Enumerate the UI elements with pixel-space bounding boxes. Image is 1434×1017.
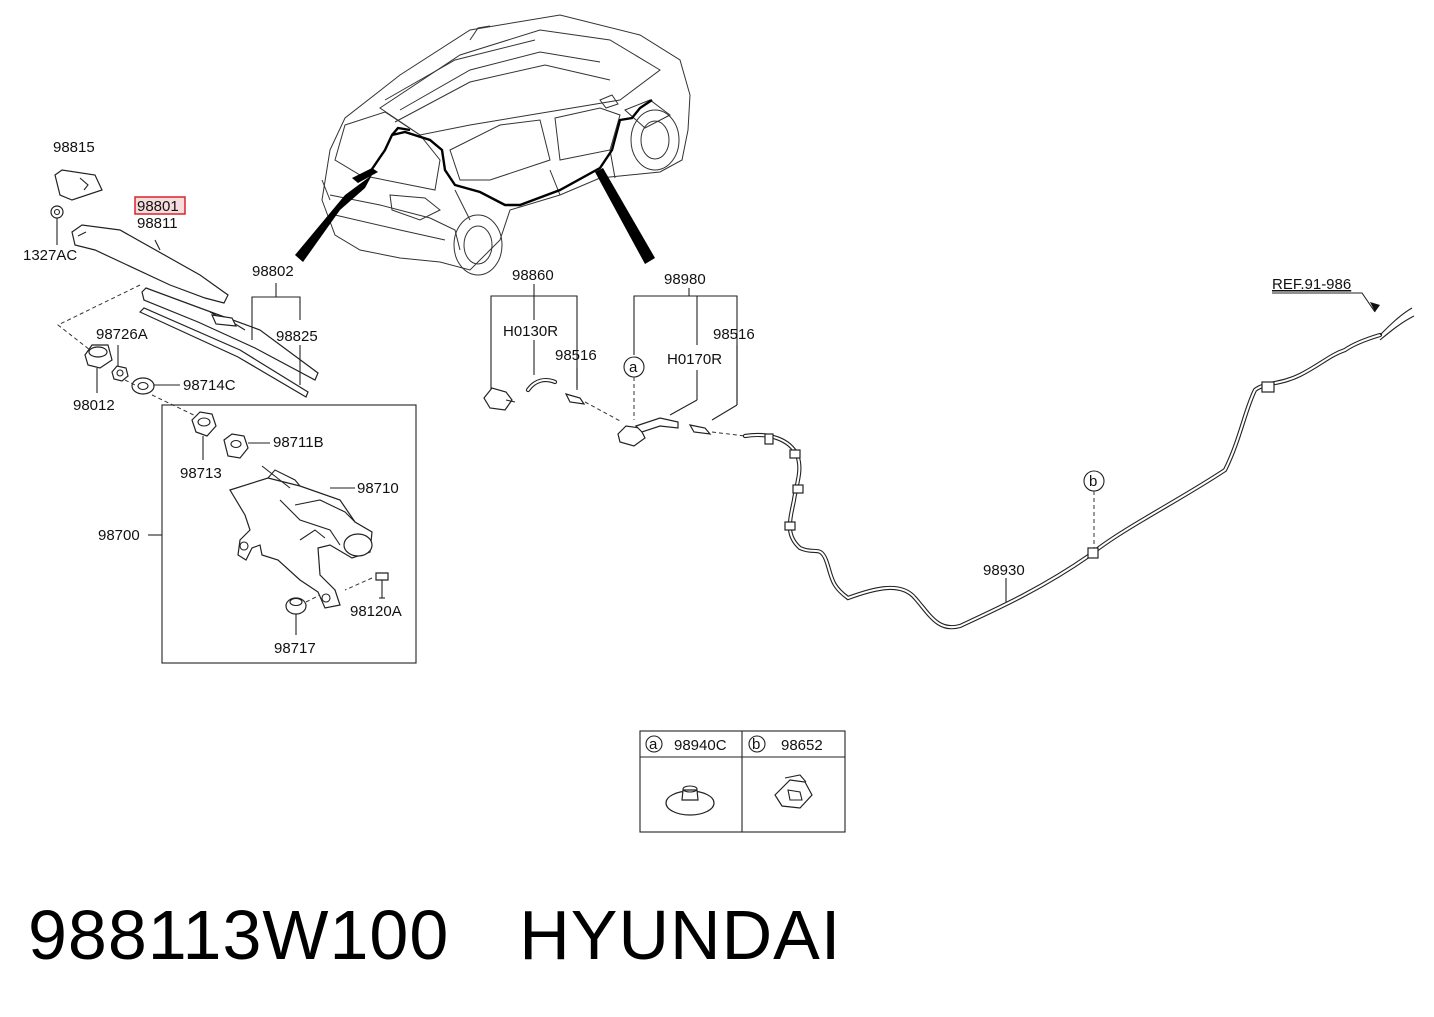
label-98815: 98815	[53, 139, 95, 156]
label-98811: 98811	[137, 215, 178, 232]
label-98717: 98717	[274, 640, 316, 657]
label-98801: 98801	[137, 198, 179, 215]
label-98120A: 98120A	[350, 603, 402, 620]
label-98726A: 98726A	[96, 326, 148, 343]
label-98860: 98860	[512, 267, 554, 284]
legend-a-letter: a	[649, 736, 658, 753]
label-98711B: 98711B	[273, 434, 324, 451]
brand-caption: HYUNDAI	[519, 896, 842, 974]
washer-hose-drawing	[742, 292, 1415, 630]
highlight-box	[134, 196, 186, 215]
label-98710: 98710	[357, 480, 399, 497]
part-labels: 98815 98801 98811 1327AC 98802 98825 987…	[23, 139, 1351, 754]
callout-b: b	[1089, 473, 1097, 490]
callout-a: a	[629, 359, 638, 376]
label-98714C: 98714C	[183, 377, 236, 394]
label-98516-left: 98516	[555, 347, 597, 364]
wiper-motor-drawing	[148, 404, 417, 664]
legend-table	[639, 730, 846, 833]
wiper-assembly-drawing	[50, 169, 319, 419]
label-ref: REF.91-986	[1272, 276, 1351, 293]
label-98930: 98930	[983, 562, 1025, 579]
label-98713: 98713	[180, 465, 222, 482]
part-number-caption: 988113W100	[28, 896, 450, 974]
label-H0170R: H0170R	[667, 351, 722, 368]
label-98700: 98700	[98, 527, 140, 544]
label-98802: 98802	[252, 263, 294, 280]
label-98980: 98980	[664, 271, 706, 288]
washer-nozzle-drawing	[483, 284, 746, 447]
label-H0130R: H0130R	[503, 323, 558, 340]
vehicle-illustration	[295, 14, 691, 276]
caption: 988113W100 HYUNDAI	[28, 890, 1408, 980]
legend-b-part: 98652	[781, 737, 823, 754]
legend-b-letter: b	[752, 736, 760, 753]
label-98012: 98012	[73, 397, 115, 414]
parts-diagram: 98815 98801 98811 1327AC 98802 98825 987…	[23, 14, 1415, 833]
label-98516-right: 98516	[713, 326, 755, 343]
label-1327AC: 1327AC	[23, 247, 77, 264]
label-98825: 98825	[276, 328, 318, 345]
legend-a-part: 98940C	[674, 737, 727, 754]
